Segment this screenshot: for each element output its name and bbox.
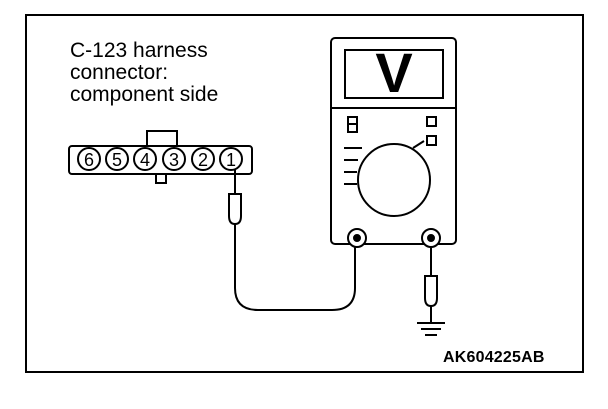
diagram-frame [25,14,584,373]
ground-icon [417,322,445,336]
connector-pin-label: 5 [112,150,122,170]
ground-test-probe [424,247,438,322]
connector-pin-label: 4 [140,150,150,170]
connector-pin-label: 6 [84,150,94,170]
connector-caption-line: connector: [70,61,169,84]
test-lead-wire [234,234,356,311]
connector-pin-label: 1 [226,150,236,170]
connector-lock-tab [146,130,178,147]
multimeter-display [344,49,444,99]
connector-pin-label: 3 [169,150,179,170]
connector-caption-line: C-123 harness [70,39,208,62]
multimeter-mode-symbol: V [375,41,412,104]
connector-pin-labels: 6 5 4 3 2 1 [84,150,236,170]
connector-caption-line: component side [70,83,219,106]
range-selector-dial [357,143,431,217]
figure-reference-code: AK604225AB [443,349,545,366]
connector-pin-label: 2 [198,150,208,170]
multimeter [330,37,457,248]
connector-caption: C-123 harness connector: component side [70,40,218,106]
connector-key [155,173,167,184]
harness-connector [68,130,253,184]
mode-button-bottom [426,135,437,146]
mode-button-top [426,116,437,127]
positive-test-probe [228,170,242,234]
